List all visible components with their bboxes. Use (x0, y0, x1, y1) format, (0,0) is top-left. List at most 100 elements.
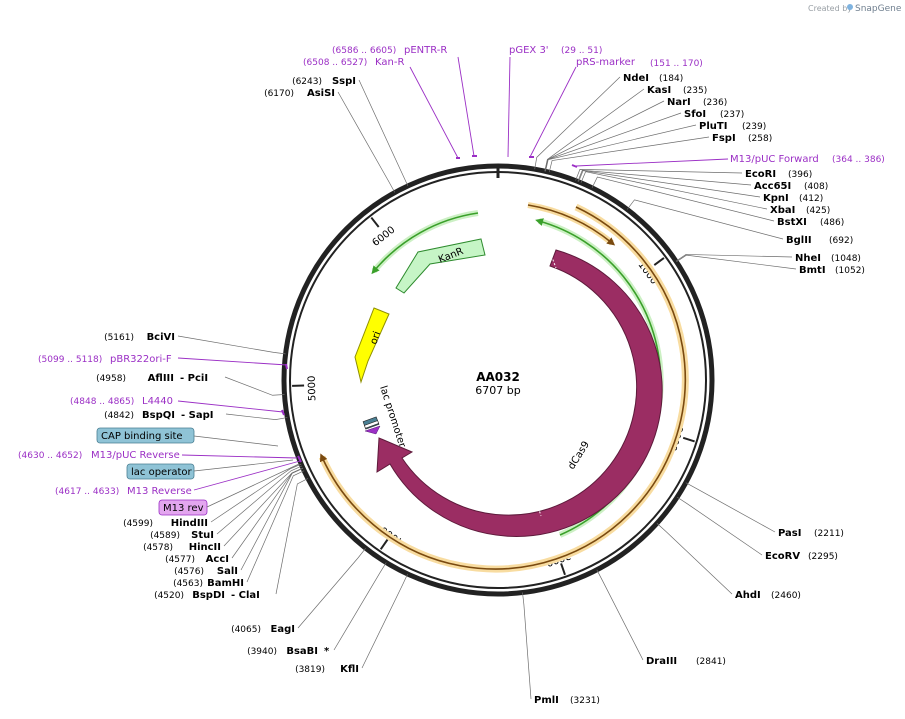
svg-text:M13 rev: M13 rev (163, 503, 204, 514)
enzyme-site-bamhi[interactable]: (4563)BamHI (173, 578, 244, 589)
svg-text:pBR322ori-F: pBR322ori-F (110, 354, 172, 365)
enzyme-site-pmli[interactable]: PmlI(3231) (534, 695, 600, 706)
enzyme-name: KasI (647, 85, 671, 96)
enzyme-name: EcoRV (765, 551, 800, 562)
enzyme-leader (544, 100, 665, 172)
tick-mark (560, 563, 566, 576)
primer-leaders (177, 56, 729, 491)
enzyme-name: KpnI (763, 193, 789, 204)
enzyme-extra: * (324, 646, 330, 657)
enzyme-site-nari[interactable]: NarI(236) (667, 97, 727, 108)
boxed-label-m13-rev[interactable]: M13 rev (158, 463, 300, 516)
svg-text:(4630 .. 4652): (4630 .. 4652) (18, 451, 82, 461)
enzyme-leader (578, 170, 761, 198)
enzyme-position: (425) (806, 206, 830, 216)
feature-kanr[interactable]: KanR (395, 238, 486, 294)
enzyme-leader (358, 79, 409, 187)
enzyme-position: (4589) (150, 531, 180, 541)
boxed-label-lac-operator[interactable]: lac operator (126, 459, 294, 480)
primer-label-pbr322ori-f[interactable]: (5099 .. 5118) pBR322ori-F (38, 354, 172, 365)
feature-ori[interactable]: ori (354, 307, 390, 384)
enzyme-leader (297, 547, 366, 629)
primer-label-m13-puc-reverse[interactable]: (4630 .. 4652) M13/pUC Reverse (18, 450, 180, 461)
enzyme-leader (225, 413, 288, 421)
primer-label-m13-reverse[interactable]: (4617 .. 4633) M13 Reverse (55, 486, 192, 497)
enzyme-name: DraIII (646, 656, 677, 667)
enzyme-leader (177, 335, 286, 355)
enzyme-leader (210, 463, 302, 523)
enzyme-leader (337, 91, 396, 193)
enzyme-site-bmti[interactable]: BmtI(1052) (799, 265, 865, 276)
enzyme-site-acc65i[interactable]: Acc65I(408) (754, 181, 828, 192)
enzyme-site-bcivi[interactable]: (5161)BciVI (104, 332, 175, 343)
primer-label-pentr-r[interactable]: (6586 .. 6605) pENTR-R (332, 45, 447, 56)
enzyme-site-sali[interactable]: (4576)SalI (174, 566, 238, 577)
boxed-label-cap-binding-site[interactable]: CAP binding site (96, 427, 279, 447)
enzyme-leader (522, 592, 532, 700)
enzyme-site-pasi[interactable]: PasI(2211) (778, 528, 844, 539)
enzyme-name: FspI (712, 133, 736, 144)
enzyme-site-kfli[interactable]: (3819)KflI (295, 664, 359, 675)
enzyme-site-stui[interactable]: (4589)StuI (150, 530, 214, 541)
enzyme-site-kasi[interactable]: KasI(235) (647, 85, 707, 96)
enzyme-site-fspi[interactable]: FspI(258) (712, 133, 772, 144)
enzyme-leader (223, 467, 304, 547)
enzyme-leader (575, 169, 743, 181)
enzyme-name: BstXI (777, 217, 807, 228)
enzyme-site-bsabi[interactable]: (3940)BsaBI* (247, 646, 330, 657)
enzyme-position: (4563) (173, 579, 203, 589)
svg-text:Kan-R: Kan-R (375, 57, 404, 68)
enzyme-position: (4842) (104, 411, 134, 421)
enzyme-leader (216, 465, 303, 535)
enzyme-site-ecori[interactable]: EcoRI(396) (745, 169, 812, 180)
enzyme-position: (239) (742, 122, 766, 132)
enzyme-position: (5161) (104, 333, 134, 343)
enzyme-site-hincii[interactable]: (4578)HincII (143, 542, 221, 553)
enzyme-site-pluti[interactable]: PluTI(239) (699, 121, 766, 132)
primer-label-l4440[interactable]: (4848 .. 4865) L4440 (70, 396, 173, 407)
enzyme-site-kpni[interactable]: KpnI(412) (763, 193, 823, 204)
primer-label-kan-r[interactable]: (6508 .. 6527) Kan-R (303, 57, 404, 68)
enzyme-leader (685, 482, 776, 533)
enzyme-site-eagi[interactable]: (4065)EagI (231, 624, 295, 635)
feature-lac-promoter[interactable]: lac promoter (362, 385, 408, 450)
enzyme-site-ecorv[interactable]: EcoRV(2295) (765, 551, 838, 562)
enzyme-position: (4578) (143, 543, 173, 553)
enzyme-position: (692) (829, 236, 853, 246)
enzyme-site-ndei[interactable]: NdeI(184) (623, 73, 683, 84)
enzyme-site-asisi[interactable]: (6170)AsiSI (264, 88, 335, 99)
enzyme-leader (626, 199, 784, 240)
enzyme-site-ahdi[interactable]: AhdI(2460) (735, 590, 801, 601)
enzyme-position: (6243) (292, 77, 322, 87)
enzyme-position: (2211) (814, 529, 844, 539)
enzyme-position: (237) (720, 110, 744, 120)
enzyme-leader (275, 478, 309, 595)
enzyme-site-bspqi[interactable]: (4842)BspQI- SapI (104, 410, 213, 421)
enzyme-leader (580, 171, 768, 210)
enzyme-site-bspdi[interactable]: (4520)BspDI- ClaI (154, 590, 260, 601)
enzyme-leader (534, 76, 621, 170)
enzyme-site-sfoi[interactable]: SfoI(237) (684, 109, 744, 120)
enzyme-site-acci[interactable]: (4577)AccI (165, 554, 229, 565)
enzyme-position: (4520) (154, 591, 184, 601)
enzyme-leader (224, 376, 285, 396)
primer-label-m13-puc-forward[interactable]: M13/pUC Forward (364 .. 386) (730, 154, 885, 165)
enzyme-site-xbai[interactable]: XbaI(425) (770, 205, 830, 216)
primer-label-prs-marker[interactable]: pRS-marker (151 .. 170) (576, 57, 703, 69)
enzyme-name: Acc65I (754, 181, 791, 192)
enzyme-site-draiii[interactable]: DraIII(2841) (646, 656, 726, 667)
svg-text:(4617 .. 4633): (4617 .. 4633) (55, 487, 119, 497)
enzyme-site-bglii[interactable]: BglII(692) (786, 235, 853, 246)
enzyme-site-sspi[interactable]: (6243)SspI (292, 76, 356, 87)
svg-text:(364 .. 386): (364 .. 386) (832, 155, 885, 165)
enzyme-site-bstxi[interactable]: BstXI(486) (777, 217, 844, 228)
enzyme-site-hindiii[interactable]: (4599)HindIII (123, 518, 208, 529)
enzyme-site-afliii[interactable]: (4958)AflIII- PciI (96, 373, 208, 384)
enzyme-leader (361, 573, 408, 669)
enzyme-extra: - PciI (180, 373, 208, 384)
primer-label-pgex3[interactable]: pGEX 3' (29 .. 51) (509, 45, 602, 56)
enzyme-site-nhei[interactable]: NheI(1048) (795, 253, 861, 264)
svg-text:(29 .. 51): (29 .. 51) (561, 46, 602, 56)
tick-mark (653, 257, 665, 266)
svg-text:(151 .. 170): (151 .. 170) (650, 59, 703, 69)
